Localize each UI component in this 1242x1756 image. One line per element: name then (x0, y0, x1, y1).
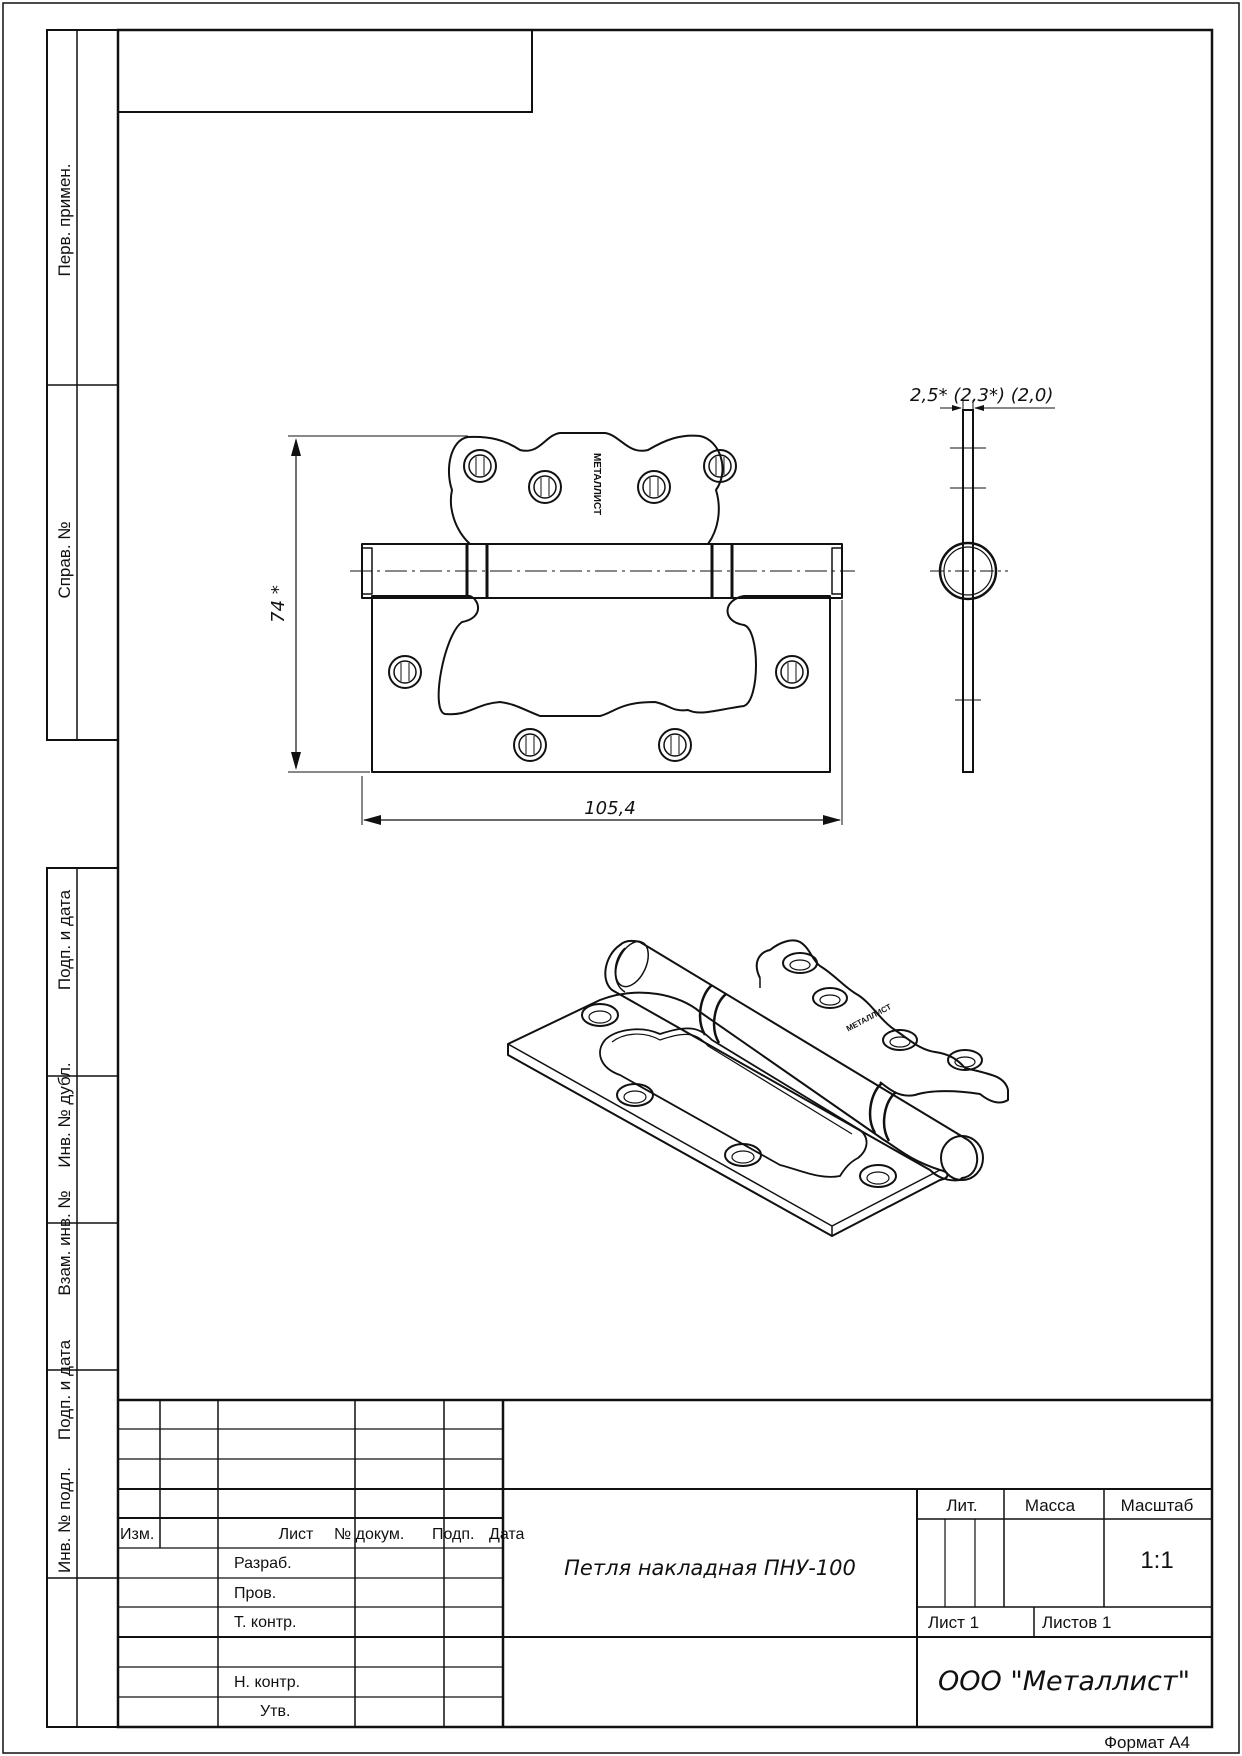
inner-frame (116, 28, 1214, 1729)
row-t-kontr: Т. контр. (234, 1614, 296, 1631)
side-view: 2,5* (2,3*) (2,0) (910, 385, 1055, 773)
iso-holes (581, 952, 983, 1188)
col-dokum: № докум. (334, 1526, 404, 1543)
label-inv-podl: Инв. № подл. (55, 1467, 74, 1573)
label-podp-data-bottom: Подп. и дата (55, 1339, 74, 1440)
dim-width: 105,4 (584, 798, 636, 819)
side-stamp: Перв. примен. Справ. № Подп. и дата Инв.… (46, 29, 119, 1728)
iso-front-leaf (507, 991, 949, 1237)
product-name: Петля накладная ПНУ-100 (564, 1556, 856, 1580)
iso-barrel (604, 939, 978, 1182)
col-list: Лист (279, 1526, 314, 1543)
label-vzam-inv: Взам. инв. № (55, 1190, 74, 1295)
iso-back-leaf (755, 939, 1009, 1104)
label-sprav-no: Справ. № (55, 521, 74, 598)
row-razrab: Разраб. (234, 1555, 292, 1572)
company-name: ООО "Металлист" (938, 1666, 1190, 1697)
dim-height: 74 * (268, 585, 289, 623)
row-prov: Пров. (234, 1585, 276, 1602)
top-left-box (117, 29, 533, 113)
brand-mark-front: МЕТАЛЛИСТ (591, 453, 602, 515)
col-podp: Подп. (432, 1526, 475, 1543)
dimensions-front: 74 * 105,4 (268, 435, 843, 825)
sheet-number: Лист 1 (928, 1613, 979, 1632)
top-leaf-outline (448, 432, 724, 545)
label-perv-primen: Перв. примен. (55, 163, 74, 276)
isometric-view: МЕТАЛЛИСТ (507, 939, 1009, 1237)
dim-thickness: 2,5* (2,3*) (2,0) (910, 385, 1053, 406)
row-utv: Утв. (260, 1703, 290, 1720)
col-izm: Изм. (120, 1526, 154, 1543)
col-data: Дата (489, 1526, 525, 1543)
scale-value: 1:1 (1140, 1547, 1173, 1574)
label-lit: Лит. (946, 1496, 977, 1515)
bottom-leaf-outline (371, 595, 831, 773)
iso-cutout (599, 1027, 868, 1178)
label-podp-data-top: Подп. и дата (55, 889, 74, 990)
sheets-total: Листов 1 (1042, 1613, 1111, 1632)
label-inv-dubl: Инв. № дубл. (55, 1062, 74, 1167)
format-label: Формат А4 (1104, 1733, 1190, 1752)
front-view: МЕТАЛЛИСТ (350, 432, 855, 773)
title-block: Изм. Лист № докум. Подп. Дата Разраб. Пр… (118, 1398, 1212, 1727)
label-masshtab: Масштаб (1121, 1496, 1194, 1515)
mounting-holes (388, 449, 809, 762)
label-massa: Масса (1025, 1496, 1076, 1515)
brand-mark-iso: МЕТАЛЛИСТ (845, 1002, 893, 1033)
row-n-kontr: Н. контр. (234, 1674, 300, 1691)
